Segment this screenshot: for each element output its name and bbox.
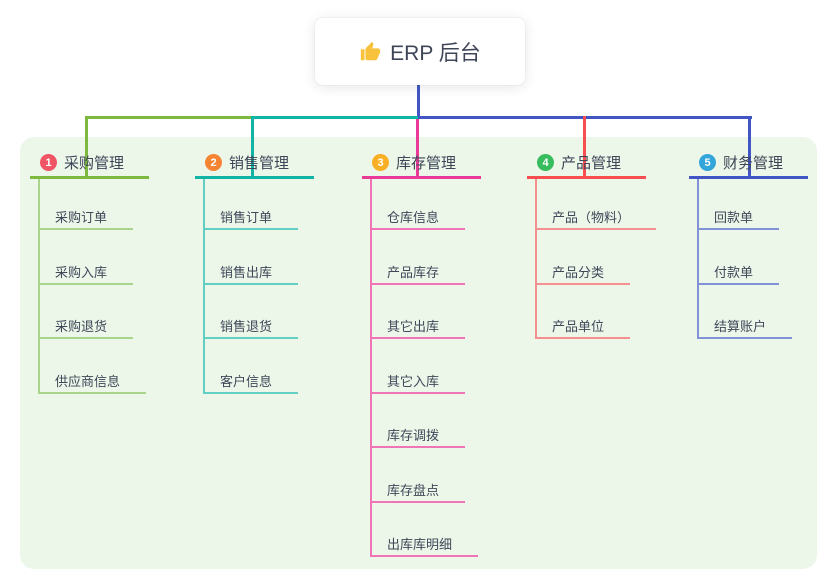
child-label: 产品库存 [387,264,440,280]
child-label: 产品（物料） [552,209,631,225]
child-label: 库存调拨 [387,427,440,443]
child-label: 库存盘点 [387,482,440,498]
branches-panel [20,137,817,569]
child-label: 客户信息 [220,373,273,389]
child-node[interactable]: 产品分类 [535,259,631,285]
branch-label: 采购管理 [64,155,125,172]
branch-number-badge: 3 [372,154,389,171]
child-node[interactable]: 出库库明细 [370,531,479,557]
branch-number-badge: 4 [537,154,554,171]
child-label: 其它入库 [387,373,440,389]
child-node[interactable]: 产品（物料） [535,204,657,230]
branch-drop-line [748,116,751,179]
child-label: 其它出库 [387,318,440,334]
branch-label: 销售管理 [229,155,290,172]
child-label: 销售出库 [220,264,273,280]
child-node[interactable]: 采购订单 [38,204,134,230]
branch-header-5[interactable]: 5 财务管理 [689,149,808,179]
trunk-segment-middle [251,116,418,119]
branch-header-3[interactable]: 3 库存管理 [362,149,481,179]
children-spine-line [38,179,40,394]
child-node[interactable]: 库存盘点 [370,477,466,503]
child-label: 销售退货 [220,318,273,334]
root-title: ERP 后台 [390,41,481,65]
children-spine-line [535,179,537,339]
child-label: 采购订单 [55,209,108,225]
branch-drop-line [251,116,254,179]
child-node[interactable]: 产品单位 [535,313,631,339]
child-node[interactable]: 付款单 [697,259,780,285]
child-label: 回款单 [714,209,754,225]
child-label: 仓库信息 [387,209,440,225]
child-label: 采购入库 [55,264,108,280]
child-node[interactable]: 库存调拨 [370,422,466,448]
child-node[interactable]: 仓库信息 [370,204,466,230]
child-node[interactable]: 采购入库 [38,259,134,285]
branch-header-1[interactable]: 1 采购管理 [30,149,149,179]
thumbs-up-icon [359,41,381,63]
child-node[interactable]: 供应商信息 [38,368,147,394]
child-node[interactable]: 销售订单 [203,204,299,230]
branch-drop-line [416,119,419,179]
child-label: 付款单 [714,264,754,280]
branch-number-badge: 1 [40,154,57,171]
branch-drop-line [85,116,88,179]
children-spine-line [203,179,205,394]
branch-number-badge: 2 [205,154,222,171]
child-node[interactable]: 其它入库 [370,368,466,394]
root-connector-line [417,85,420,119]
child-label: 产品单位 [552,318,605,334]
child-label: 供应商信息 [55,373,121,389]
child-node[interactable]: 其它出库 [370,313,466,339]
child-label: 出库库明细 [387,536,453,552]
child-label: 产品分类 [552,264,605,280]
trunk-segment-left [85,116,251,119]
child-node[interactable]: 产品库存 [370,259,466,285]
child-node[interactable]: 回款单 [697,204,780,230]
branch-label: 产品管理 [561,155,622,172]
branch-header-4[interactable]: 4 产品管理 [527,149,646,179]
child-node[interactable]: 结算账户 [697,313,793,339]
child-label: 结算账户 [714,318,767,334]
child-label: 销售订单 [220,209,273,225]
branch-label: 财务管理 [723,155,784,172]
child-node[interactable]: 采购退货 [38,313,134,339]
child-label: 采购退货 [55,318,108,334]
child-node[interactable]: 客户信息 [203,368,299,394]
children-spine-line [370,179,372,557]
child-node[interactable]: 销售退货 [203,313,299,339]
child-node[interactable]: 销售出库 [203,259,299,285]
branch-drop-line [583,116,586,179]
branch-number-badge: 5 [699,154,716,171]
root-node[interactable]: ERP 后台 [315,18,525,85]
branch-label: 库存管理 [396,155,457,172]
branch-header-2[interactable]: 2 销售管理 [195,149,314,179]
children-spine-line [697,179,699,339]
